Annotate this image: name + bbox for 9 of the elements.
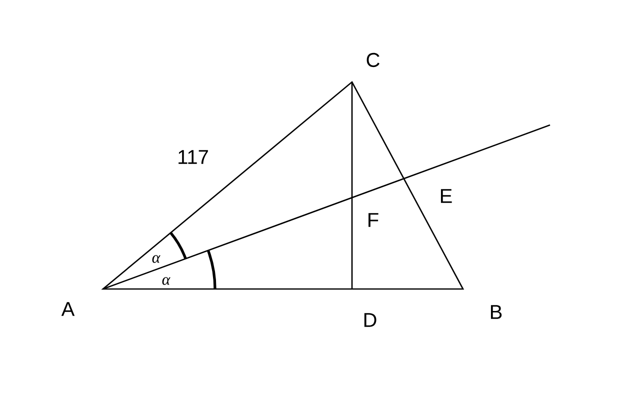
angle-label: α <box>162 277 170 285</box>
point-label: A <box>61 302 75 316</box>
point-label: D <box>364 313 376 327</box>
point-label: B <box>490 305 502 319</box>
point-label: E <box>440 189 452 203</box>
length-label: 117 <box>178 150 208 164</box>
point-label: F <box>368 213 378 227</box>
point-label: C <box>366 52 380 68</box>
angle-label: α <box>152 255 160 263</box>
